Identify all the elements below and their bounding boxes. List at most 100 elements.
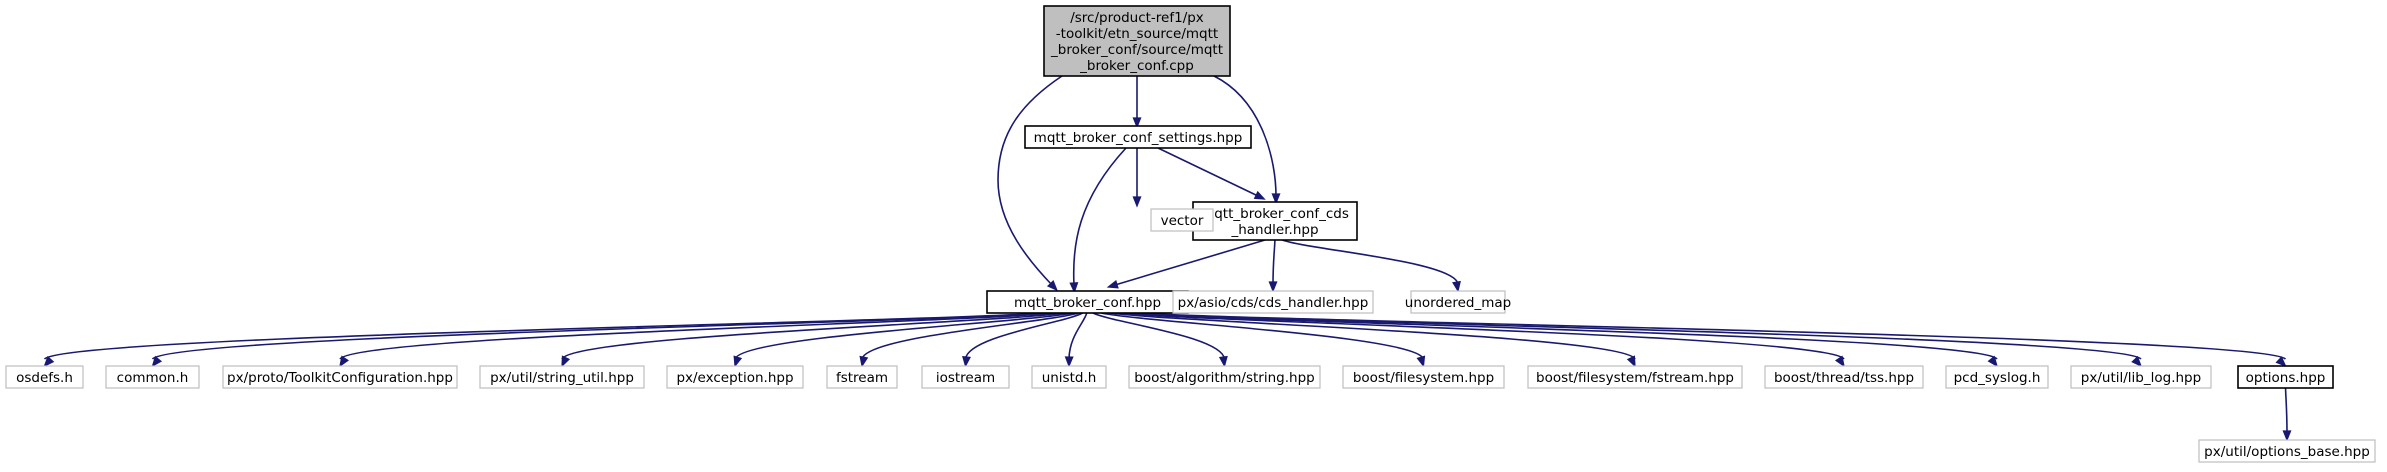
node-box	[2237, 365, 2334, 389]
node-label: px/util/options_base.hpp	[2204, 444, 2370, 460]
node-label: px/util/lib_log.hpp	[2081, 370, 2201, 386]
edge-conf-to-options	[1135, 312, 2287, 368]
node-options[interactable]: options.hpp	[2237, 365, 2334, 389]
node-unistd[interactable]: unistd.h	[1031, 365, 1107, 389]
arrowhead-icon	[1064, 356, 1074, 368]
edge-settings-to-conf	[1069, 147, 1127, 294]
arrowhead-icon	[2282, 430, 2292, 442]
node-box	[1342, 365, 1505, 389]
edge-line	[1109, 312, 1636, 360]
nodes-layer: /src/product-ref1/px-toolkit/etn_source/…	[5, 5, 2376, 463]
arrowhead-icon	[1069, 282, 1079, 294]
arrowhead-icon	[859, 355, 869, 368]
edge-settings-to-vector	[1132, 148, 1142, 208]
node-box	[1150, 208, 1214, 232]
node-label: /src/product-ref1/px	[1070, 10, 1204, 26]
node-conf[interactable]: mqtt_broker_conf.hpp	[986, 290, 1189, 314]
arrowhead-icon	[43, 355, 55, 368]
edge-conf-to-unistd	[1064, 312, 1088, 368]
node-box	[1527, 365, 1743, 389]
node-vector[interactable]: vector	[1150, 208, 1214, 232]
node-label: options.hpp	[2246, 370, 2326, 386]
edge-line	[1092, 312, 1226, 360]
edge-line	[1123, 312, 1998, 360]
arrowhead-icon	[1271, 193, 1281, 205]
node-tss[interactable]: boost/thread/tss.hpp	[1764, 365, 1924, 389]
node-toolkit-conf[interactable]: px/proto/ToolkitConfiguration.hpp	[222, 365, 458, 389]
arrowhead-icon	[1132, 196, 1142, 208]
node-label: px/exception.hpp	[676, 370, 793, 386]
node-unordered-map[interactable]: unordered_map	[1405, 290, 1511, 314]
node-fs-fstream[interactable]: boost/filesystem/fstream.hpp	[1527, 365, 1743, 389]
node-label: boost/filesystem/fstream.hpp	[1536, 370, 1734, 386]
edge-conf-to-algo_string	[1092, 312, 1228, 368]
node-label: -toolkit/etn_source/mqtt	[1056, 26, 1218, 42]
edge-cds_handler-to-unordered_map	[1282, 239, 1461, 293]
edge-line	[734, 312, 1074, 360]
arrowhead-icon	[2275, 356, 2287, 368]
node-label: mqtt_broker_conf_settings.hpp	[1034, 130, 1243, 146]
edge-cds_handler-to-conf	[1106, 239, 1266, 289]
node-label: iostream	[936, 370, 995, 386]
node-box	[479, 365, 645, 389]
node-box	[921, 365, 1010, 389]
edge-conf-to-fstream	[859, 312, 1079, 368]
node-label: fstream	[836, 370, 888, 386]
node-label: pcd_syslog.h	[1954, 370, 2041, 386]
edge-root-to-settings	[1132, 76, 1142, 129]
edge-line	[1272, 239, 1276, 285]
node-fstream[interactable]: fstream	[826, 365, 898, 389]
node-box	[1031, 365, 1107, 389]
edge-line	[1213, 75, 1277, 197]
node-label: vector	[1161, 213, 1204, 229]
arrowhead-icon	[1253, 190, 1266, 200]
arrowhead-icon	[1268, 281, 1278, 293]
node-label: boost/algorithm/string.hpp	[1134, 370, 1314, 386]
edge-line	[1072, 147, 1127, 286]
edge-line	[997, 75, 1063, 286]
edge-cds_handler-to-asio_cds	[1268, 239, 1278, 293]
node-osdefs[interactable]: osdefs.h	[5, 365, 84, 389]
arrowhead-icon	[561, 355, 571, 368]
edge-root-to-cds_handler	[1213, 75, 1281, 205]
node-label: common.h	[117, 370, 189, 386]
node-settings[interactable]: mqtt_broker_conf_settings.hpp	[1024, 125, 1252, 149]
node-box	[2070, 365, 2212, 389]
node-box	[222, 365, 458, 389]
node-options-base[interactable]: px/util/options_base.hpp	[2198, 439, 2376, 463]
node-box	[666, 365, 804, 389]
arrowhead-icon	[151, 355, 163, 368]
edge-conf-to-pcd_syslog	[1123, 312, 1999, 368]
edges-layer	[43, 75, 2292, 442]
arrowhead-icon	[1452, 280, 1461, 293]
node-exception[interactable]: px/exception.hpp	[666, 365, 804, 389]
edge-line	[2284, 387, 2288, 434]
arrowhead-icon	[962, 355, 971, 368]
node-box	[105, 365, 200, 389]
node-filesystem[interactable]: boost/filesystem.hpp	[1342, 365, 1505, 389]
node-lib-log[interactable]: px/util/lib_log.hpp	[2070, 365, 2212, 389]
node-label: px/util/string_util.hpp	[490, 370, 634, 386]
arrowhead-icon	[1834, 355, 1845, 368]
node-algo-string[interactable]: boost/algorithm/string.hpp	[1128, 365, 1321, 389]
node-string-util[interactable]: px/util/string_util.hpp	[479, 365, 645, 389]
edge-root-to-conf	[997, 75, 1063, 292]
node-asio-cds[interactable]: px/asio/cds/cds_handler.hpp	[1172, 290, 1374, 314]
node-box	[1172, 290, 1374, 314]
node-cds-handler[interactable]: mqtt_broker_conf_cds_handler.hpp	[1192, 201, 1358, 241]
edge-options-to-options_base	[2282, 387, 2292, 442]
node-box	[1192, 201, 1358, 241]
node-pcd-syslog[interactable]: pcd_syslog.h	[1945, 365, 2049, 389]
node-label: mqtt_broker_conf_cds	[1201, 206, 1349, 222]
arrowhead-icon	[733, 355, 743, 368]
node-box	[2198, 439, 2376, 463]
node-iostream[interactable]: iostream	[921, 365, 1010, 389]
edge-conf-to-toolkit_conf	[339, 312, 1058, 368]
edge-line	[151, 312, 1051, 360]
arrowhead-icon	[1416, 355, 1426, 368]
node-box	[826, 365, 898, 389]
arrowhead-icon	[1046, 280, 1058, 292]
node-common[interactable]: common.h	[105, 365, 200, 389]
node-root[interactable]: /src/product-ref1/px-toolkit/etn_source/…	[1043, 5, 1231, 77]
node-box	[1764, 365, 1924, 389]
